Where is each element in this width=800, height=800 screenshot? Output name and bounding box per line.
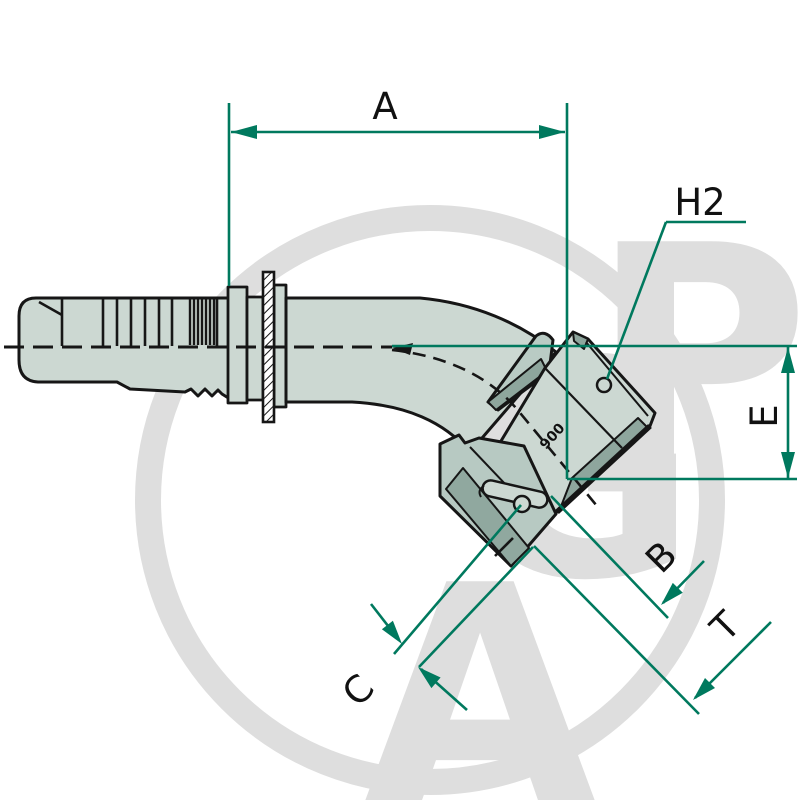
hex-nut-back-edge <box>555 423 652 515</box>
watermark-letter-a: A <box>364 522 598 800</box>
dimension-t <box>533 545 772 715</box>
dimension-e <box>392 344 797 481</box>
dimension-a <box>227 103 569 479</box>
e-arrow-bottom <box>781 452 795 478</box>
dimension-label-t: T <box>701 603 748 650</box>
watermark-letter-p: P <box>590 182 800 531</box>
a-arrow-right <box>539 125 565 139</box>
dimension-label-e: E <box>743 404 786 427</box>
dimension-lines <box>227 103 797 715</box>
h2-hole <box>595 376 613 394</box>
c-ext-line-1 <box>393 504 522 655</box>
nut-collar <box>438 433 558 568</box>
c-arrowhead-1 <box>381 620 402 644</box>
h2-leader-line <box>605 221 668 380</box>
hex-facet-line-2 <box>585 341 649 417</box>
hex-facet-line <box>544 367 623 449</box>
leader-h2 <box>605 220 746 380</box>
bend-axis-centerline <box>391 348 599 507</box>
e-arrow-top <box>781 347 795 373</box>
clip-hook <box>478 485 485 498</box>
nut-nose-edge <box>494 537 514 557</box>
fitting-body <box>17 283 657 568</box>
watermark-ring <box>135 205 725 795</box>
b-arrowhead <box>661 582 683 605</box>
b-ext-line <box>550 495 669 619</box>
c-arrowhead-2 <box>418 667 441 689</box>
a-arrow-left <box>231 125 257 139</box>
barb-lines <box>38 298 219 346</box>
c-ext-line-2 <box>418 546 534 668</box>
dimension-b <box>550 495 705 619</box>
dimension-label-h2: H2 <box>674 181 725 224</box>
bend-tube <box>284 296 558 454</box>
dimension-c <box>369 504 534 711</box>
thread-ribs <box>188 298 216 345</box>
t-ext-line <box>533 545 700 715</box>
dimension-label-a: A <box>372 85 397 128</box>
t-arrowhead <box>693 678 715 700</box>
locknut-block <box>226 285 249 405</box>
